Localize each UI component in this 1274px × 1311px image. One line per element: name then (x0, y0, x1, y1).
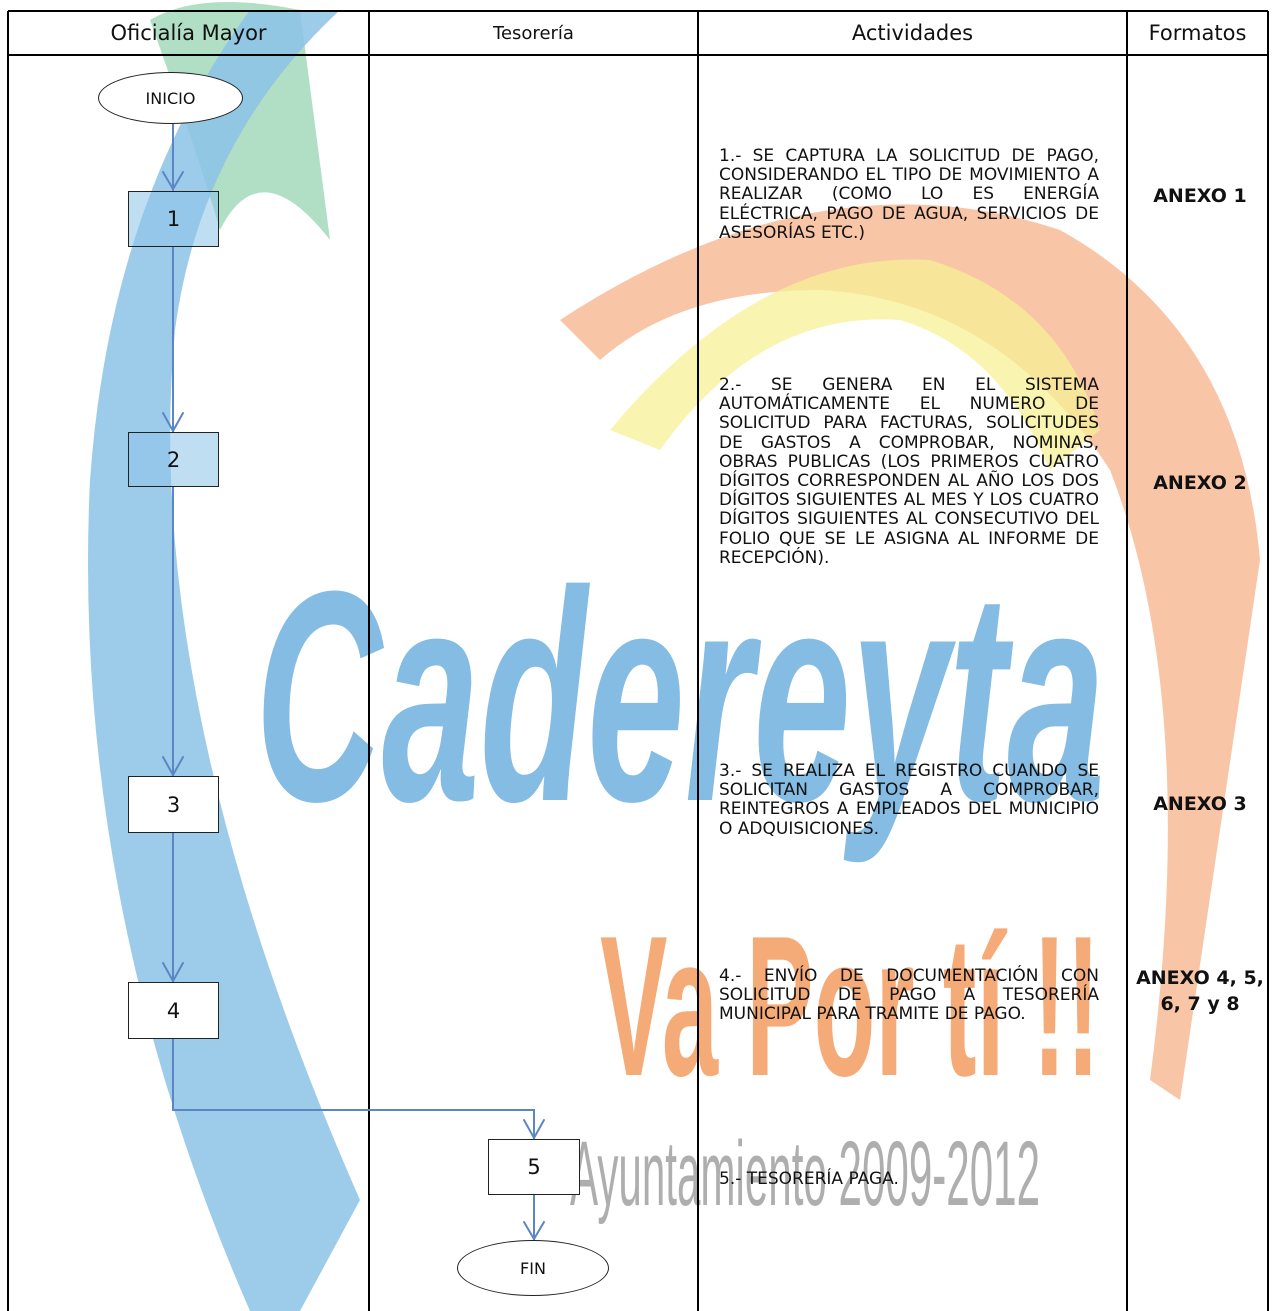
activity-4: 4.- ENVÍO DE DOCUMENTACIÓN CON SOLICITUD… (719, 966, 1099, 1025)
header-oficialia-mayor: Oficialía Mayor (110, 21, 267, 45)
activity-5: 5.- TESORERÍA PAGA. (719, 1169, 899, 1189)
start-node: INICIO (98, 72, 243, 124)
format-anexo-2: ANEXO 2 (1153, 472, 1247, 494)
step-box-5: 5 (488, 1139, 580, 1195)
format-anexo-4-8: ANEXO 4, 5, 6, 7 y 8 (1136, 967, 1264, 1015)
header-formatos: Formatos (1148, 21, 1247, 45)
watermark-footer: Ayuntamiento 2009-2012 (570, 1123, 1040, 1225)
format-anexo-1: ANEXO 1 (1153, 185, 1247, 207)
step-box-1: 1 (128, 191, 219, 247)
activity-2: 2.- SE GENERA EN EL SISTEMA AUTOMÁTICAME… (719, 375, 1099, 568)
step-box-3: 3 (128, 776, 219, 833)
activity-3: 3.- SE REALIZA EL REGISTRO CUANDO SE SOL… (719, 761, 1099, 839)
watermark-yellow-arc (610, 259, 1100, 470)
watermark-logo-text: Cadereyta (255, 528, 1105, 866)
header-tesoreria: Tesorería (493, 22, 574, 44)
step-box-2: 2 (128, 432, 219, 487)
format-anexo-3: ANEXO 3 (1153, 793, 1247, 815)
header-actividades: Actividades (851, 21, 974, 45)
end-node: FIN (457, 1240, 609, 1296)
watermark-slogan: Va Por tí !! (600, 895, 1100, 1118)
step-box-4: 4 (128, 982, 219, 1039)
activity-1: 1.- SE CAPTURA LA SOLICITUD DE PAGO, CON… (719, 146, 1099, 243)
